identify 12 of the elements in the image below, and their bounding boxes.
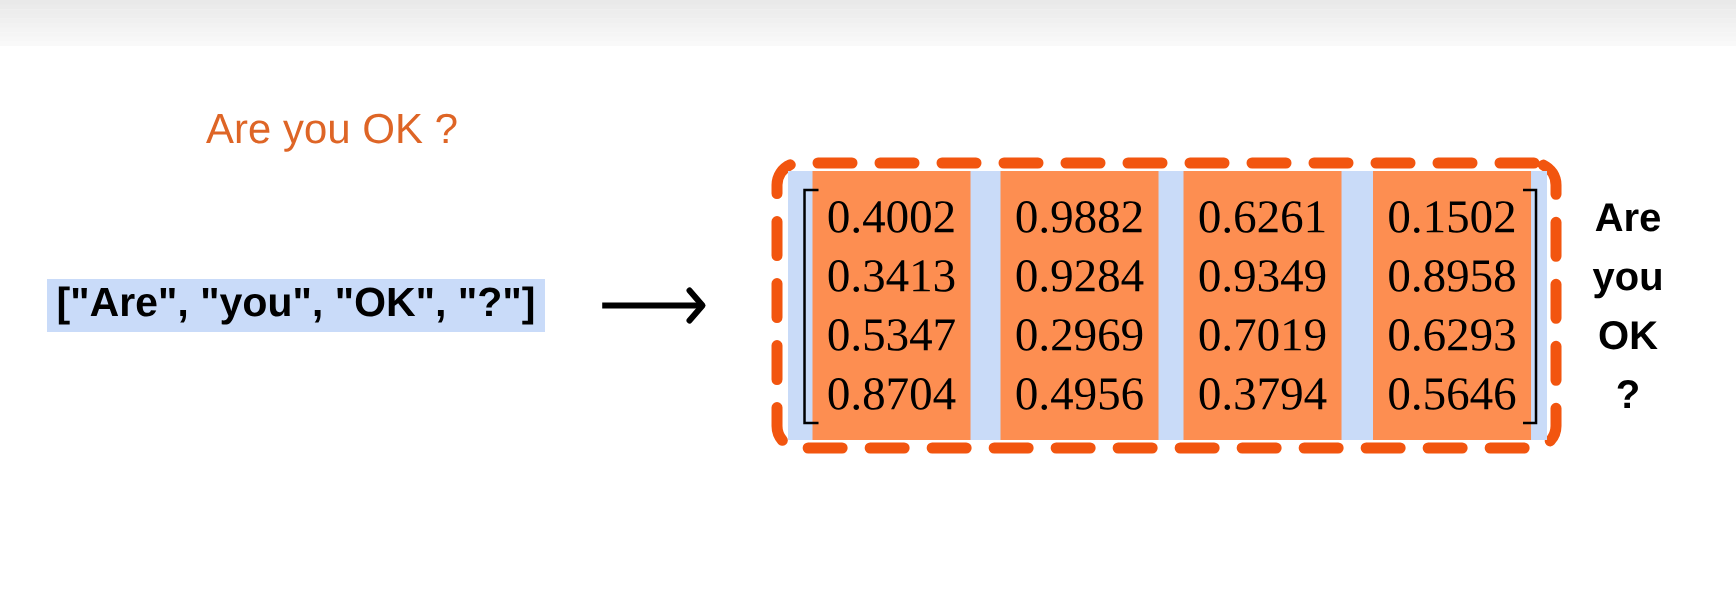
word-label: Are (1595, 203, 1660, 232)
title: Are you OK ? (206, 113, 457, 152)
token-list: ["Are", "you", "OK", "?"] (47, 279, 545, 332)
matrix-column: 0.4002 0.3413 0.5347 0.8704 (812, 171, 971, 440)
word-label: OK (1599, 321, 1658, 350)
matrix-column: 0.6261 0.9349 0.7019 0.3794 (1183, 171, 1342, 440)
matrix-column: 0.9882 0.9284 0.2969 0.4956 (1000, 171, 1159, 440)
arrow (602, 287, 706, 324)
word-label: ? (1617, 380, 1638, 408)
dashed-frame (771, 157, 1562, 454)
matrix-column: 0.1502 0.8958 0.6293 0.5646 (1373, 171, 1531, 440)
word-label: you (1592, 268, 1661, 299)
